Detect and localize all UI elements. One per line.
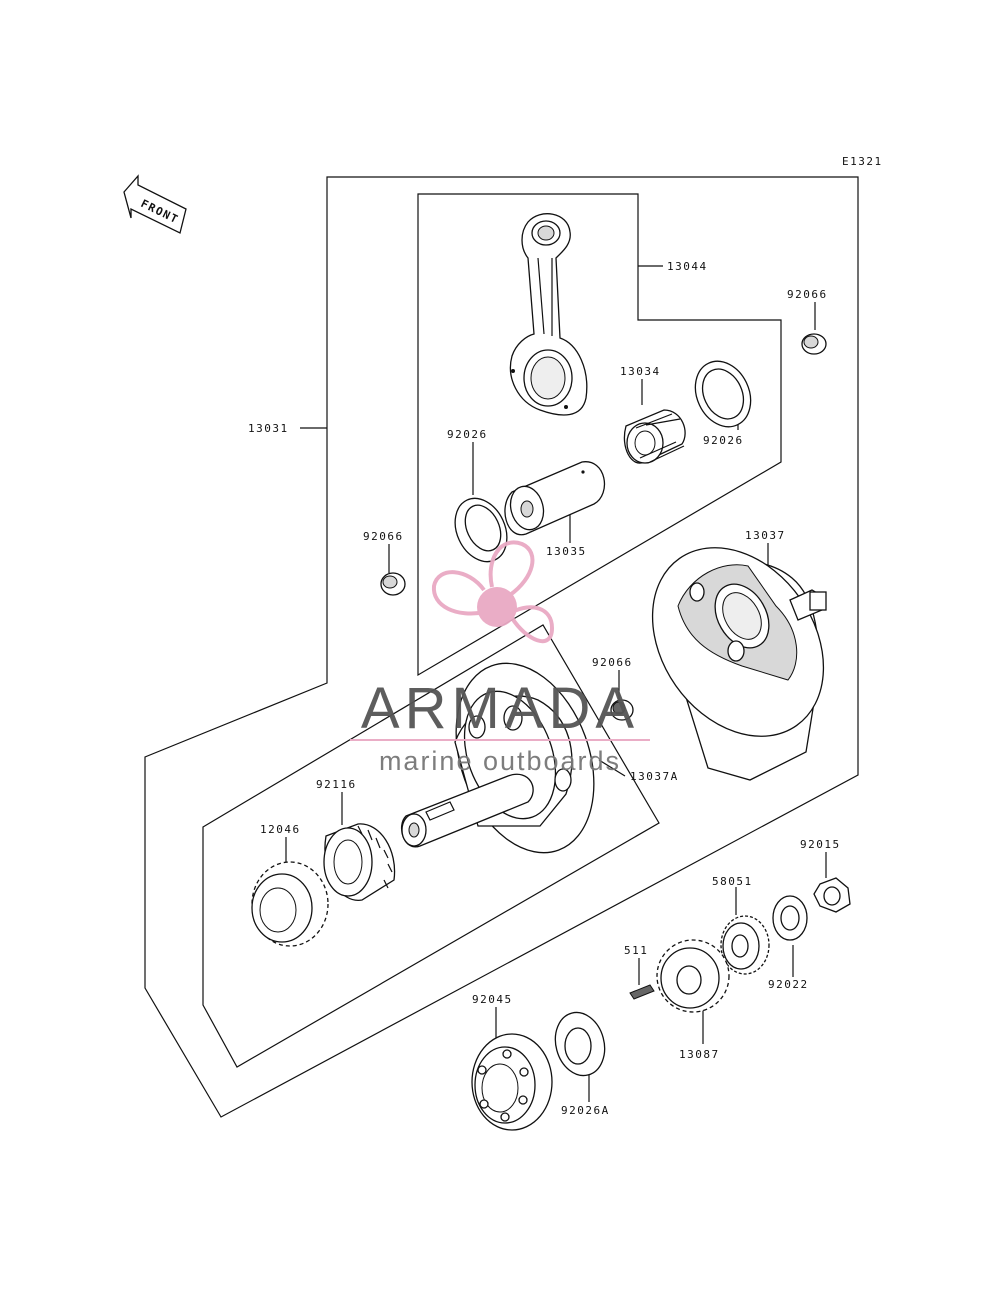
thrust-washer-92026-right bbox=[694, 360, 752, 428]
crank-half-13037A bbox=[401, 662, 595, 854]
connecting-rod-13044 bbox=[509, 213, 588, 416]
label-92045: 92045 bbox=[472, 993, 513, 1006]
part-labels: 13031 13044 92066 13034 92026 92026 1303… bbox=[248, 260, 841, 1117]
key-511 bbox=[629, 984, 655, 1000]
diagram-code: E1321 bbox=[842, 155, 883, 168]
watermark-tagline: marine outboards bbox=[379, 746, 621, 776]
label-13087: 13087 bbox=[679, 1048, 720, 1061]
label-13031: 13031 bbox=[248, 422, 289, 435]
label-58051: 58051 bbox=[712, 875, 753, 888]
bushing-92066-left bbox=[380, 572, 406, 596]
conrod-group-boundary bbox=[417, 193, 782, 677]
label-92015: 92015 bbox=[800, 838, 841, 851]
watermark: ARMADA marine outboards bbox=[350, 540, 650, 776]
gear-58051 bbox=[720, 915, 770, 975]
crankshaft-assembly-boundary bbox=[144, 176, 859, 1118]
thrust-washer-92026-left bbox=[454, 497, 508, 563]
watermark-brand: ARMADA bbox=[361, 676, 639, 741]
sprocket-12046 bbox=[251, 861, 329, 947]
label-92066-left: 92066 bbox=[363, 530, 404, 543]
left-crank-group-boundary bbox=[202, 624, 660, 1068]
label-13037A: 13037A bbox=[630, 770, 679, 783]
gear-13087 bbox=[656, 939, 730, 1013]
washer-92026A bbox=[554, 1011, 606, 1077]
crank-pin-13035 bbox=[504, 461, 606, 536]
label-92022: 92022 bbox=[768, 978, 809, 991]
label-92066-upper: 92066 bbox=[787, 288, 828, 301]
label-92026-right: 92026 bbox=[703, 434, 744, 447]
label-13034: 13034 bbox=[620, 365, 661, 378]
needle-bearing-13034 bbox=[623, 409, 686, 464]
label-92116: 92116 bbox=[316, 778, 357, 791]
ball-bearing-92045 bbox=[471, 1033, 553, 1131]
label-92066-center: 92066 bbox=[592, 656, 633, 669]
bushing-92066-upper bbox=[801, 333, 827, 355]
roller-bearing-92116 bbox=[323, 823, 396, 901]
label-13037: 13037 bbox=[745, 529, 786, 542]
label-12046: 12046 bbox=[260, 823, 301, 836]
propeller-logo-icon bbox=[431, 540, 555, 643]
label-13044: 13044 bbox=[667, 260, 708, 273]
label-92026A: 92026A bbox=[561, 1104, 610, 1117]
washer-92022 bbox=[772, 895, 808, 941]
nut-92015 bbox=[813, 877, 851, 913]
crank-half-13037 bbox=[651, 547, 827, 781]
label-13035: 13035 bbox=[546, 545, 587, 558]
bushing-92066-center bbox=[610, 699, 634, 721]
front-arrow-icon: FRONT bbox=[123, 174, 187, 234]
label-92026-left: 92026 bbox=[447, 428, 488, 441]
label-511: 511 bbox=[624, 944, 648, 957]
